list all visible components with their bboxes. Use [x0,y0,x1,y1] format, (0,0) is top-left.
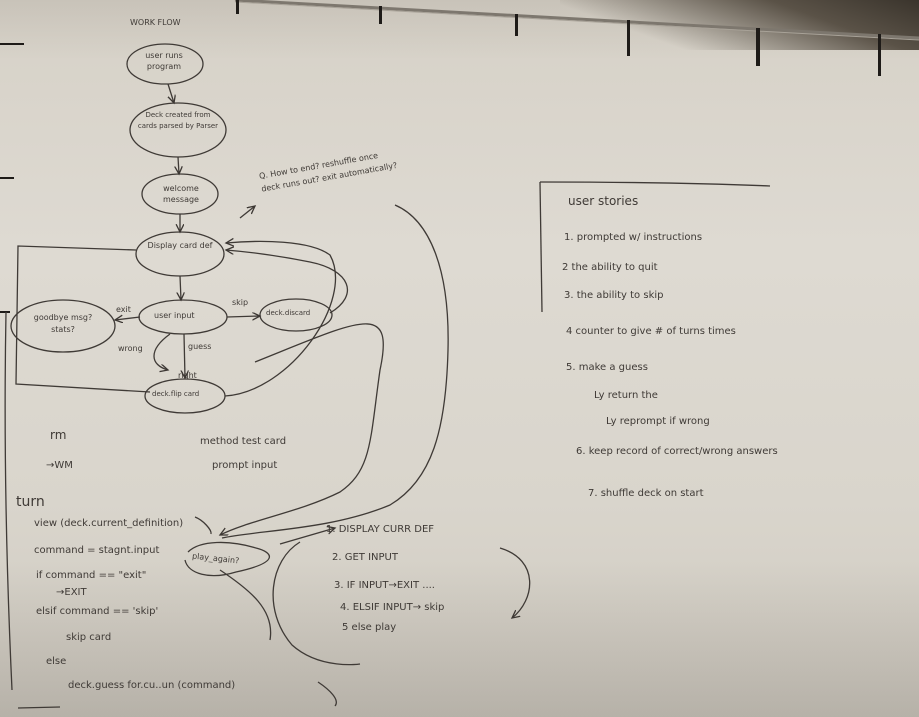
turn-line: if command == "exit" [36,570,147,581]
turn-line: skip card [66,632,112,643]
turn-line: else [46,656,67,667]
user-story-item: 4 counter to give # of turns times [566,326,736,337]
turn-line: →EXIT [56,587,87,598]
edge-label-wrong: wrong [118,344,143,353]
turn-line: elsif command == 'skip' [36,606,159,617]
user-story-item: 5. make a guess [566,362,648,373]
rail-clip [756,28,760,66]
edge-label-exit: exit [116,305,131,314]
step-line: 1. DISPLAY CURR DEF [326,524,435,535]
user-story-item: 3. the ability to skip [564,290,664,301]
user-stories-title: user stories [568,194,639,208]
step-line: 2. GET INPUT [332,552,398,563]
node-goodbye-label: goodbye msg? stats? [33,313,93,334]
user-story-item: 6. keep record of correct/wrong answers [576,446,778,457]
node-display [135,231,225,277]
edge-label-guess: guess [188,342,212,351]
user-story-item: 7. shuffle deck on start [588,488,704,499]
workflow-title: WORK FLOW [130,18,181,27]
node-start-label: user runs program [145,51,183,71]
rail-clip [379,6,382,24]
node-right-label: deck.flip card [152,390,200,398]
edge-label-skip: skip [232,298,249,307]
turn-title: turn [16,494,45,510]
note-method: method test card [200,436,287,447]
node-goodbye [10,299,116,353]
note-prompt: prompt input [212,460,278,471]
turn-line: deck.guess for.cu..un (command) [68,680,236,691]
edge-label-right: right [178,371,197,380]
node-welcome-label: welcome message [163,184,199,204]
user-story-item: 2 the ability to quit [562,262,658,273]
step-line: 4. ELSIF INPUT→ skip [340,602,445,613]
rail-clip [236,0,239,14]
note-rm: rm [50,428,67,442]
turn-line: view (deck.current_definition) [34,518,184,529]
node-display-label: Display card def [147,241,213,250]
user-story-subitem: Ly reprompt if wrong [606,416,710,427]
rail-clip [878,34,881,76]
user-story-item: 1. prompted w/ instructions [564,232,703,243]
rail-clip [515,14,518,36]
step-line: 3. IF INPUT→EXIT .... [334,580,435,591]
node-discard-label: deck.discard [266,309,311,317]
turn-line: command = stagnt.input [34,545,160,556]
rail-clip [627,20,630,56]
user-story-subitem: Ly return the [594,390,658,401]
node-deck-label: Deck created from cards parsed by Parser [137,111,219,130]
node-input-label: user input [154,311,195,320]
node-start [126,43,204,85]
note-arrow-wm: →WM [46,460,73,471]
step-line: 5 else play [342,622,397,633]
